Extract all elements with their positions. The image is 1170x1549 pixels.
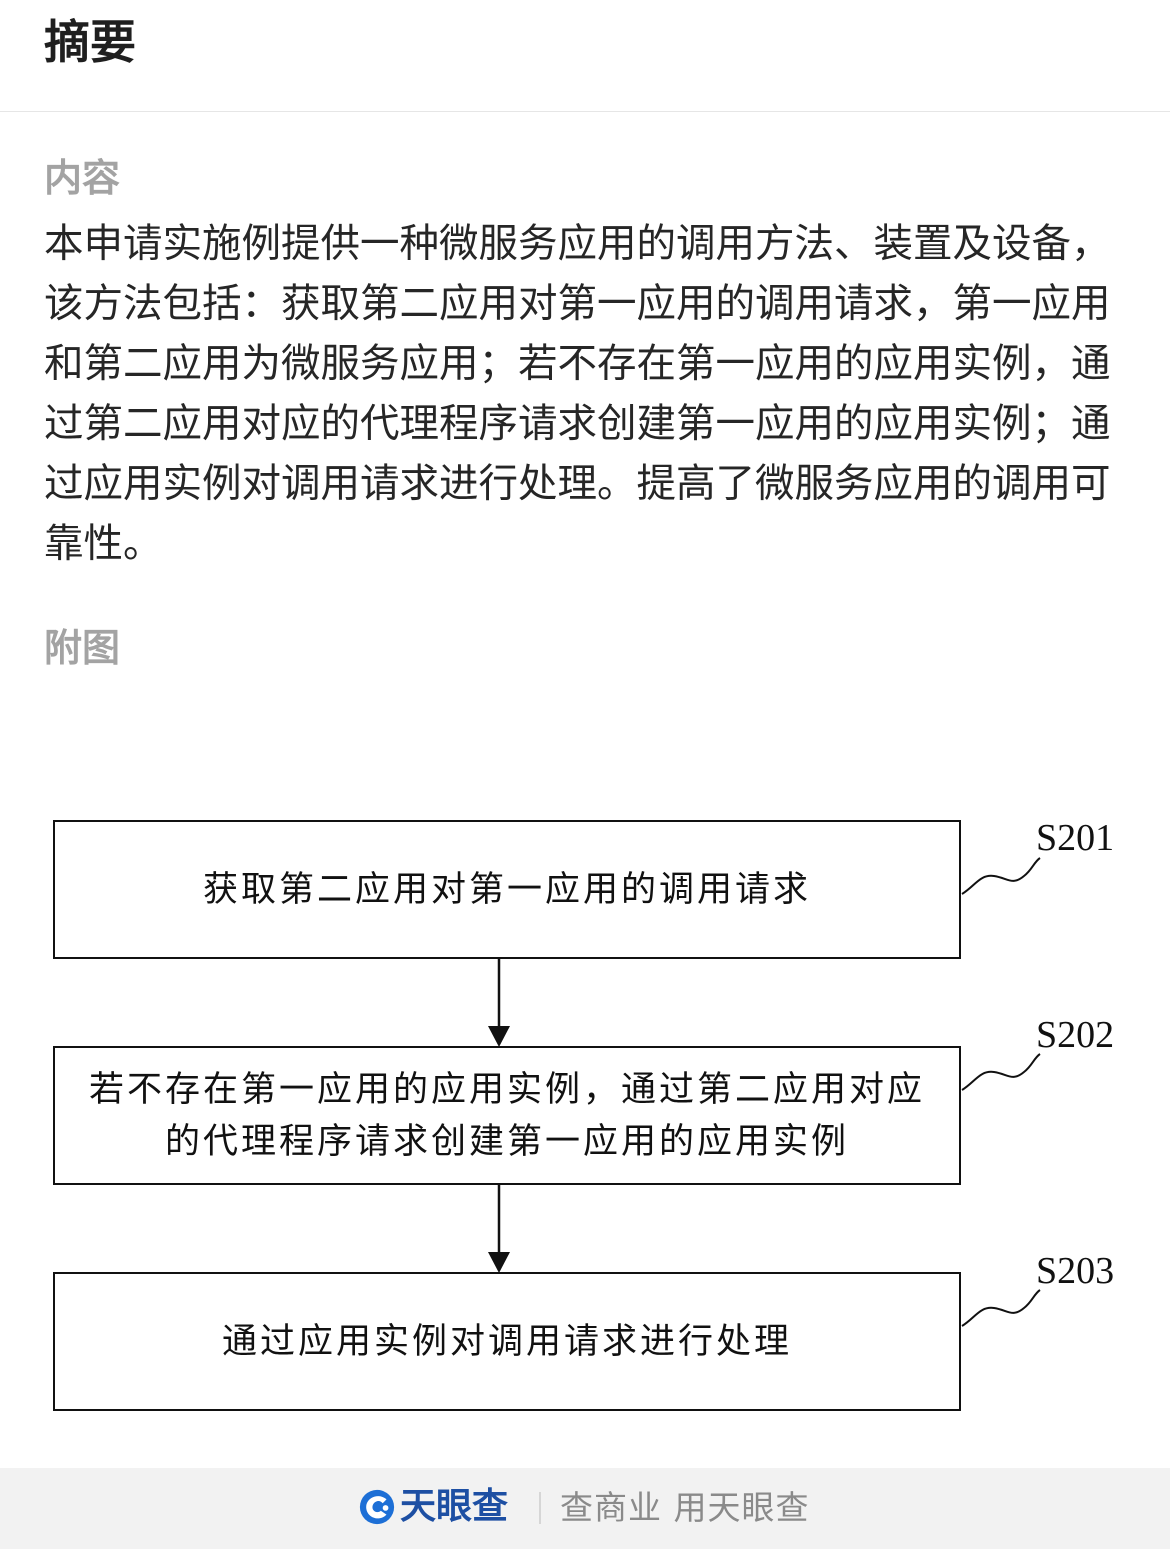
step-id-s201: S201 (1036, 817, 1115, 859)
leader-line-s203 (961, 1289, 1041, 1327)
leader-line-s201 (961, 857, 1041, 895)
step-id-s203: S203 (1036, 1250, 1115, 1292)
footer-brand: 天眼查 (400, 1486, 509, 1527)
step-text-line: 的代理程序请求创建第一应用的应用实例 (164, 1121, 849, 1162)
footer-divider (539, 1492, 541, 1524)
abstract-text: 本申请实施例提供一种微服务应用的调用方法、装置及设备，该方法包括：获取第二应用对… (44, 221, 1111, 567)
page-header: 摘要 (0, 0, 1170, 112)
section-label-content: 内容 (44, 156, 121, 200)
arrow-head-s203 (488, 1252, 510, 1273)
flowchart-step-s203: 通过应用实例对调用请求进行处理 (53, 1272, 961, 1411)
flowchart-step-s202: 若不存在第一应用的应用实例，通过第二应用对应 的代理程序请求创建第一应用的应用实… (53, 1046, 961, 1185)
step-text: 若不存在第一应用的应用实例，通过第二应用对应 的代理程序请求创建第一应用的应用实… (89, 1064, 925, 1168)
step-id-s202: S202 (1036, 1014, 1115, 1056)
step-text-line: 若不存在第一应用的应用实例，通过第二应用对应 (88, 1069, 925, 1110)
leader-line-s202 (961, 1053, 1041, 1091)
flowchart-connectors (488, 857, 1041, 1327)
arrow-head-s202 (488, 1026, 510, 1047)
step-text: 通过应用实例对调用请求进行处理 (221, 1321, 792, 1362)
footer-banner[interactable]: 天眼查 查商业 用天眼查 (0, 1468, 1170, 1549)
section-label-figure: 附图 (44, 626, 121, 670)
flowchart-step-s201: 获取第二应用对第一应用的调用请求 (53, 820, 961, 959)
tianyancha-logo-icon (359, 1489, 395, 1525)
footer-slogan: 查商业 用天眼查 (560, 1488, 810, 1527)
page-title: 摘要 (44, 15, 136, 69)
step-text: 获取第二应用对第一应用的调用请求 (202, 869, 811, 910)
flowchart-figure: 获取第二应用对第一应用的调用请求 S201 若不存在第一应用的应用实例，通过第二… (0, 800, 1170, 1440)
